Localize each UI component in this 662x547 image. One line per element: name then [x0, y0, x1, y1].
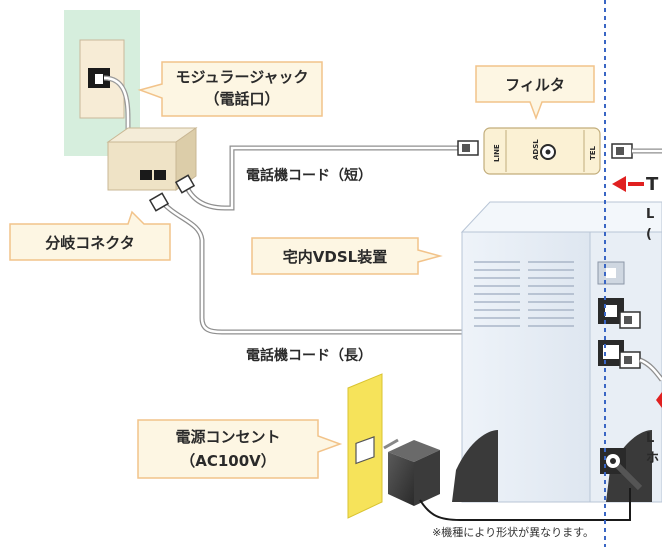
cropped-text-l2: L [646, 431, 654, 446]
callout-filter-label: フィルタ [505, 76, 565, 94]
callout-filter: フィルタ [475, 65, 595, 121]
vdsl-lan-plug-icon [619, 351, 641, 369]
callout-splitter-label: 分岐コネクタ [45, 234, 134, 252]
vdsl-port-top-icon [597, 261, 625, 285]
filter-line-plug-icon [457, 140, 479, 156]
ac-adapter-icon [383, 438, 440, 506]
callout-modular-jack-line1: モジュラージャック [176, 68, 309, 86]
callout-vdsl-label: 宅内VDSL装置 [283, 248, 387, 266]
vdsl-line-plug-icon [619, 311, 641, 329]
filter-tel-plug-icon [611, 143, 633, 159]
callout-power-outlet: 電源コンセント （AC100V） [137, 419, 343, 479]
cropped-text-paren: ( [646, 227, 652, 242]
callout-outlet-line1: 電源コンセント [175, 428, 280, 446]
arrow-small-icon [656, 392, 662, 408]
modular-jack-icon [88, 68, 110, 88]
filter-tel-port-label: TEL [589, 145, 597, 160]
cropped-text-l1: L [646, 207, 654, 222]
callout-modular-jack: モジュラージャック （電話口） [137, 61, 323, 117]
vdsl-port-line-icon [598, 298, 624, 324]
callout-outlet-line2: （AC100V） [180, 452, 276, 470]
arrow-icon [612, 176, 644, 192]
filter-line-port-label: LINE [493, 144, 501, 162]
power-plug-cable [615, 463, 643, 491]
splitter-connector [106, 127, 198, 191]
filter-adsl-port-icon [540, 144, 556, 160]
cropped-text-t: T [646, 174, 659, 195]
footnote: ※機種により形状が異なります。 [432, 525, 594, 539]
short-cord-plug-icon [174, 174, 196, 194]
callout-splitter: 分岐コネクタ [9, 210, 171, 261]
cropped-text-ho: ホ [646, 451, 659, 466]
long-cord-plug-icon [148, 192, 170, 212]
adapter-cord [419, 488, 631, 521]
label-phone-cord-long: 電話機コード（長） [246, 347, 372, 364]
vdsl-power-port-icon [600, 448, 626, 474]
label-phone-cord-short: 電話機コード（短） [246, 167, 372, 184]
callout-vdsl: 宅内VDSL装置 [251, 237, 443, 275]
filter-adsl-port-label: ADSL [532, 139, 540, 160]
power-outlet [347, 373, 383, 519]
callout-modular-jack-line2: （電話口） [204, 90, 279, 108]
